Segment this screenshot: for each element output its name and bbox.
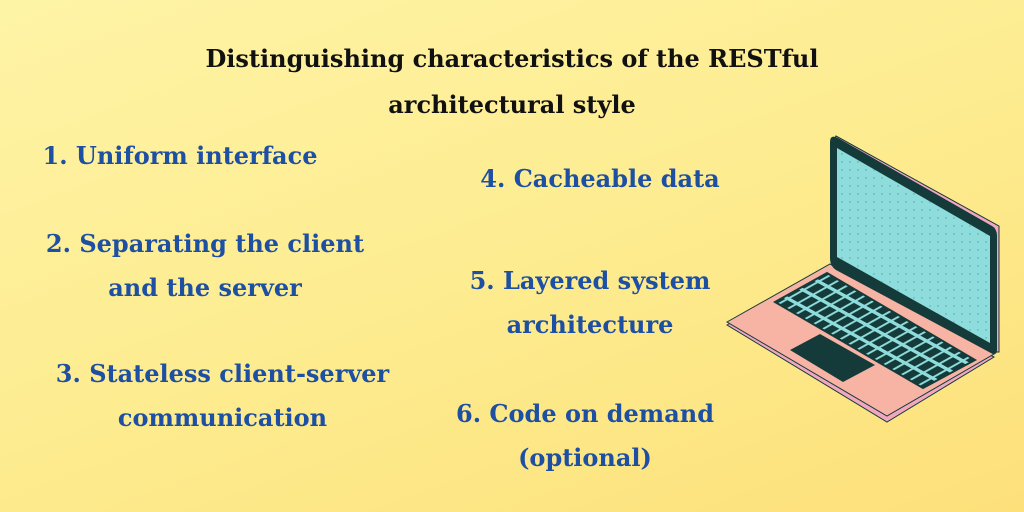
title-line-1: Distinguishing characteristics of the RE…: [205, 44, 819, 73]
characteristic-5: 5. Layered system architecture: [420, 259, 760, 347]
item-text: 4. Cacheable data: [480, 164, 720, 193]
characteristic-1: 1. Uniform interface: [20, 134, 340, 178]
trackpad: [790, 334, 875, 382]
keyboard: [772, 271, 978, 390]
characteristic-6: 6. Code on demand (optional): [420, 392, 750, 480]
page-title: Distinguishing characteristics of the RE…: [0, 36, 1024, 128]
item-text: 5. Layered system: [469, 266, 711, 295]
characteristic-3: 3. Stateless client-server communication: [20, 352, 425, 440]
item-text: 3. Stateless client-server: [55, 359, 390, 388]
item-text: communication: [117, 403, 328, 432]
item-text: architecture: [506, 310, 674, 339]
item-text: 2. Separating the client: [45, 229, 365, 258]
item-text: (optional): [518, 443, 652, 472]
characteristic-4: 4. Cacheable data: [430, 157, 770, 201]
item-text: 6. Code on demand: [456, 399, 714, 428]
characteristic-2: 2. Separating the client and the server: [20, 222, 390, 310]
item-text: 1. Uniform interface: [42, 141, 318, 170]
item-text: and the server: [108, 273, 302, 302]
title-line-2: architectural style: [388, 90, 636, 119]
